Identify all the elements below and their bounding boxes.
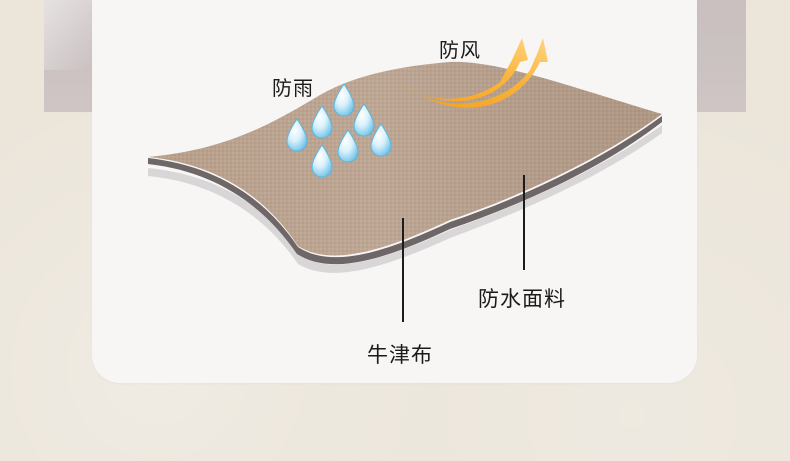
fabric-edge (148, 116, 662, 265)
water-drop-icon (311, 105, 333, 139)
label-waterproof-fabric: 防水面料 (478, 287, 566, 311)
fabric-shading (148, 61, 662, 256)
water-drop-icon (370, 123, 392, 157)
water-drop-icon (353, 103, 375, 137)
wind-arrow-icon (398, 38, 548, 108)
label-windproof: 防风 (439, 38, 481, 62)
fabric-lining-layer (148, 125, 662, 273)
water-drop-icon (333, 83, 355, 117)
label-oxford-cloth: 牛津布 (367, 343, 433, 367)
water-drops (286, 83, 392, 178)
water-drop-icon (337, 129, 359, 163)
water-drop-icon (311, 144, 333, 178)
water-drop-icon (286, 118, 308, 152)
label-rainproof: 防雨 (272, 76, 314, 100)
